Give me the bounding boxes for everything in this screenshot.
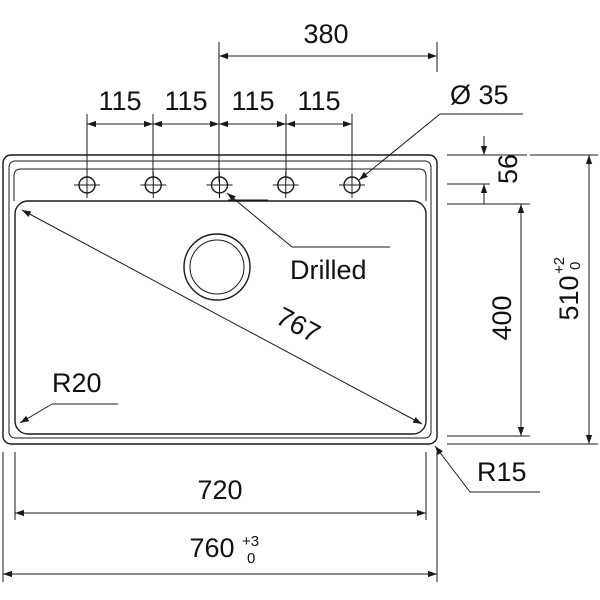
dim-510-tol-upper: +2 <box>551 257 568 274</box>
dim-760-label: 760 <box>189 533 234 563</box>
dim-760-value: 760 <box>189 533 234 563</box>
dim-115-chain: 115 115 115 115 <box>86 86 353 180</box>
radius-r20-callout: R20 <box>19 368 118 424</box>
drilled-callout: Drilled <box>226 192 390 285</box>
dim-510-tol-lower: 0 <box>567 262 584 270</box>
dim-760-tol-lower: 0 <box>247 550 255 567</box>
sink-inner-rim <box>8 160 432 439</box>
radius-r15-callout: R15 <box>434 445 540 493</box>
dim-115-label: 115 <box>231 86 274 116</box>
tap-deck <box>13 168 427 201</box>
dim-115-label: 115 <box>297 86 340 116</box>
hole-diameter-callout: Ø 35 <box>358 80 523 181</box>
dim-510: 510 +2 0 <box>447 154 598 445</box>
dim-760: 760 +3 0 <box>2 452 438 582</box>
dim-510-value: 510 <box>554 275 584 320</box>
dim-380: 380 <box>218 19 438 182</box>
hole-diameter-label: Ø 35 <box>450 80 509 110</box>
drain <box>183 233 251 301</box>
dim-115-label: 115 <box>98 86 141 116</box>
dim-400: 400 <box>447 203 530 437</box>
dim-510-label: 510 <box>554 275 584 320</box>
dim-767-label: 767 <box>271 301 325 349</box>
r20-label: R20 <box>52 368 102 398</box>
dim-720: 720 <box>14 452 427 520</box>
r15-label: R15 <box>477 457 527 487</box>
dim-400-label: 400 <box>487 295 517 340</box>
dim-380-label: 380 <box>303 19 348 49</box>
drilled-label: Drilled <box>290 255 367 285</box>
bowl <box>14 200 427 435</box>
dim-56: 56 <box>447 136 527 204</box>
dim-56-label: 56 <box>493 154 523 184</box>
dim-115-label: 115 <box>164 86 207 116</box>
dim-760-tol-upper: +3 <box>242 533 259 550</box>
sink-outer-rim <box>2 154 438 445</box>
dim-720-label: 720 <box>197 475 242 505</box>
sink-outline <box>2 154 438 445</box>
